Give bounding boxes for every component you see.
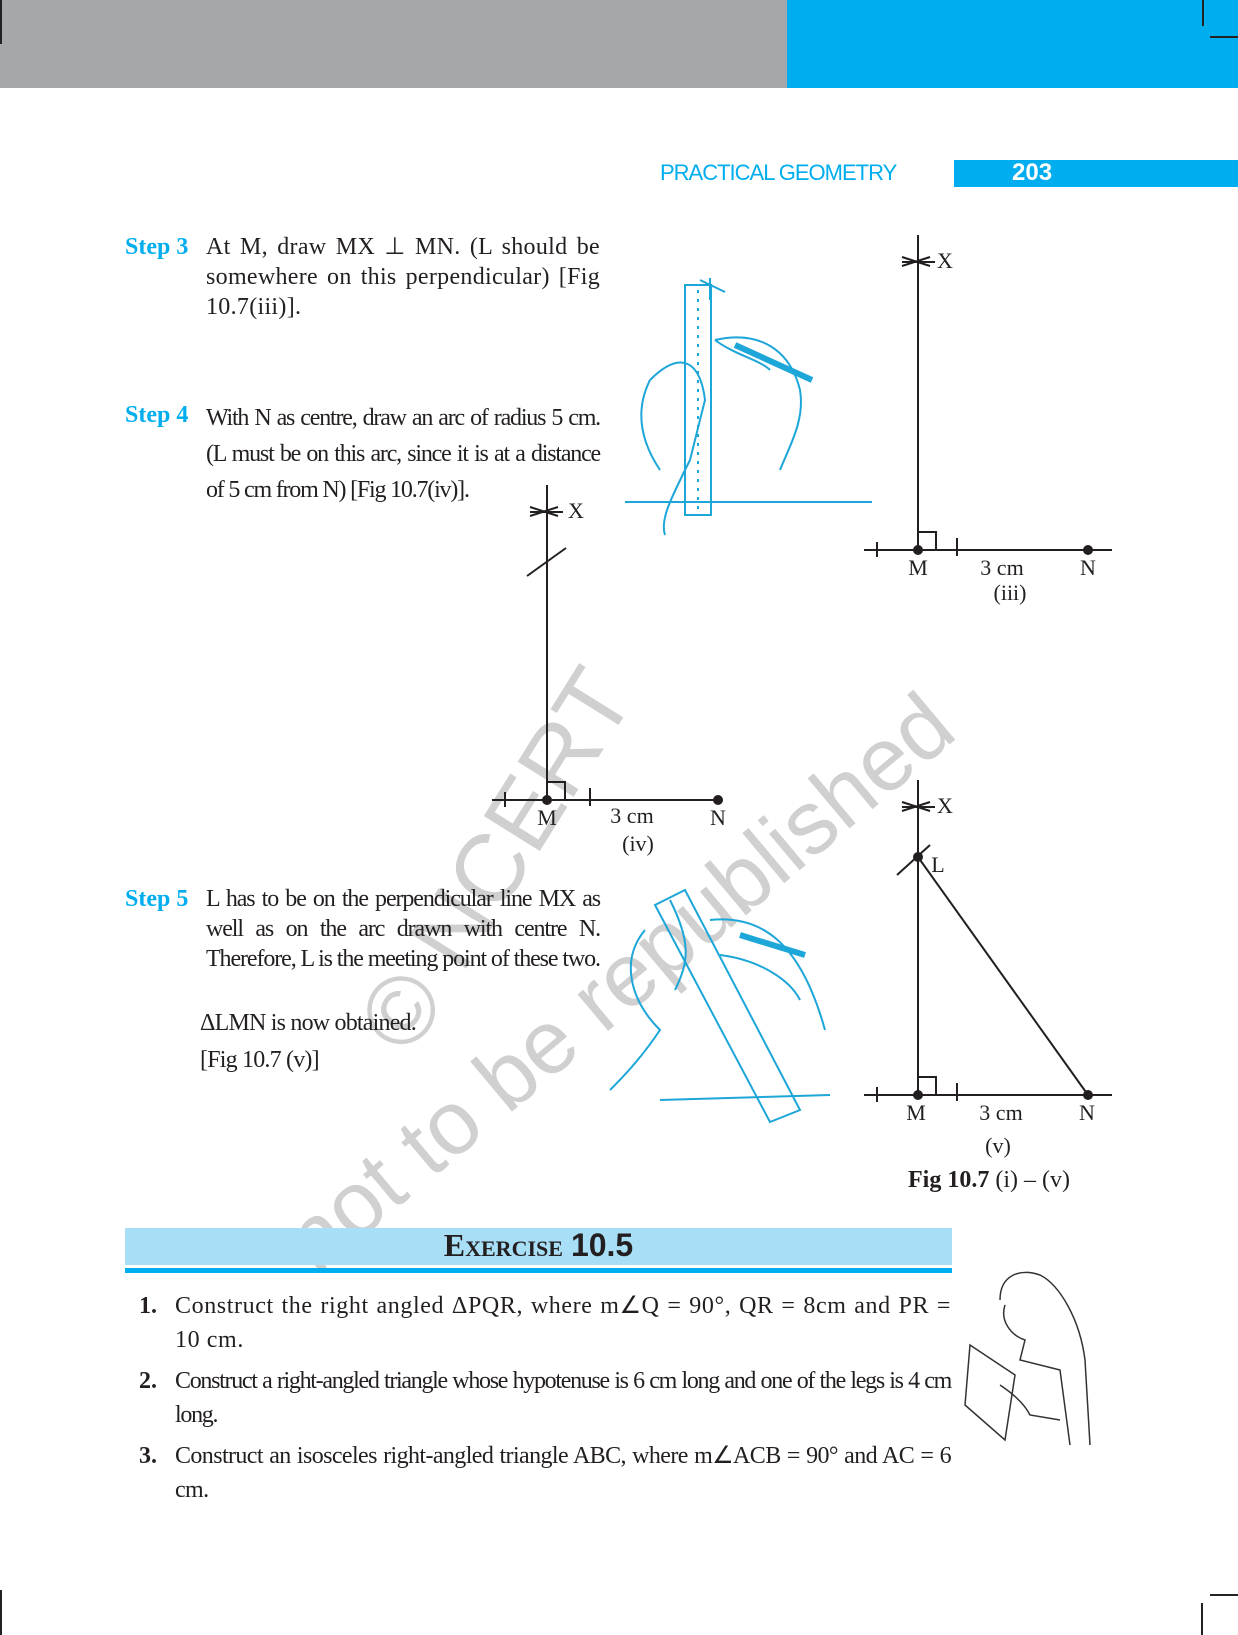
fig-v-label-x: X — [937, 793, 953, 818]
running-title: PRACTICAL GEOMETRY — [660, 160, 897, 185]
crop-mark — [0, 1590, 2, 1635]
exercise-title-number: 10.5 — [570, 1227, 634, 1263]
crop-mark — [1210, 36, 1238, 38]
figure-v — [864, 780, 1112, 1102]
fig-v-label-l: L — [931, 852, 945, 877]
hand-ruler-illustration-2 — [609, 888, 831, 1124]
exercise-item-text: Construct an isosceles right-angled tria… — [175, 1443, 952, 1503]
figure-iv — [492, 485, 723, 807]
step-3-text: At M, draw MX ⊥ MN. (L should be somewhe… — [206, 234, 600, 320]
fig-iii-label-dist: 3 cm — [980, 555, 1024, 580]
exercise-item: 3. Construct an isosceles right-angled t… — [139, 1439, 952, 1507]
fig-v-label-n: N — [1079, 1100, 1095, 1125]
step-5-label: Step 5 — [125, 886, 189, 912]
crop-mark — [1210, 1594, 1238, 1596]
exercise-item-number: 1. — [139, 1293, 157, 1319]
fig-iii-label-n: N — [1080, 555, 1096, 580]
exercise-item-number: 2. — [139, 1368, 157, 1394]
crop-mark — [1202, 0, 1204, 26]
crop-mark — [1201, 1603, 1203, 1635]
figure-caption-range: (i) – (v) — [989, 1167, 1070, 1193]
fig-iii-label-m: M — [908, 555, 928, 580]
step-5-result: ΔLMN is now obtained. — [200, 1010, 417, 1036]
header-blue-band — [787, 0, 1238, 88]
crop-mark — [0, 0, 2, 44]
fig-iv-label-n: N — [710, 805, 726, 830]
step-3-label: Step 3 — [125, 234, 189, 260]
figure-caption-number: Fig 10.7 — [908, 1167, 990, 1193]
exercise-item: 1. Construct the right angled ΔPQR, wher… — [139, 1289, 951, 1357]
fig-iv-label-dist: 3 cm — [610, 803, 654, 828]
exercise-title: Exercise 10.5 — [125, 1227, 952, 1264]
step-5-ref: [Fig 10.7 (v)] — [200, 1047, 320, 1073]
exercise-title-word: Exercise — [443, 1227, 563, 1263]
exercise-item-text: Construct the right angled ΔPQR, where m… — [175, 1293, 951, 1353]
header-gray-band — [0, 0, 787, 88]
exercise-item-number: 3. — [139, 1443, 157, 1469]
girl-reading-illustration — [964, 1271, 1091, 1446]
exercise-band — [125, 1228, 952, 1265]
step-5-text: L has to be on the perpendicular line MX… — [206, 886, 601, 972]
step-4-text: With N as centre, draw an arc of radius … — [206, 405, 601, 503]
exercise-underline — [125, 1268, 952, 1273]
page-number-box — [954, 160, 1238, 187]
fig-iv-label-m: M — [537, 805, 557, 830]
fig-iv-tag: (iv) — [622, 831, 654, 856]
step-4-label: Step 4 — [125, 402, 189, 428]
fig-iii-tag: (iii) — [993, 580, 1027, 605]
fig-v-label-dist: 3 cm — [979, 1100, 1023, 1125]
exercise-item: 2. Construct a right-angled triangle who… — [139, 1364, 952, 1432]
hand-ruler-illustration-1 — [625, 278, 872, 536]
fig-iii-label-x: X — [937, 248, 953, 273]
fig-iv-label-x: X — [568, 498, 584, 523]
fig-v-label-m: M — [906, 1100, 926, 1125]
figure-caption: Fig 10.7 (i) – (v) — [908, 1167, 1070, 1194]
page-number: 203 — [1012, 159, 1053, 186]
figure-iii — [864, 235, 1112, 557]
exercise-item-text: Construct a right-angled triangle whose … — [175, 1368, 952, 1428]
fig-v-tag: (v) — [985, 1133, 1011, 1158]
